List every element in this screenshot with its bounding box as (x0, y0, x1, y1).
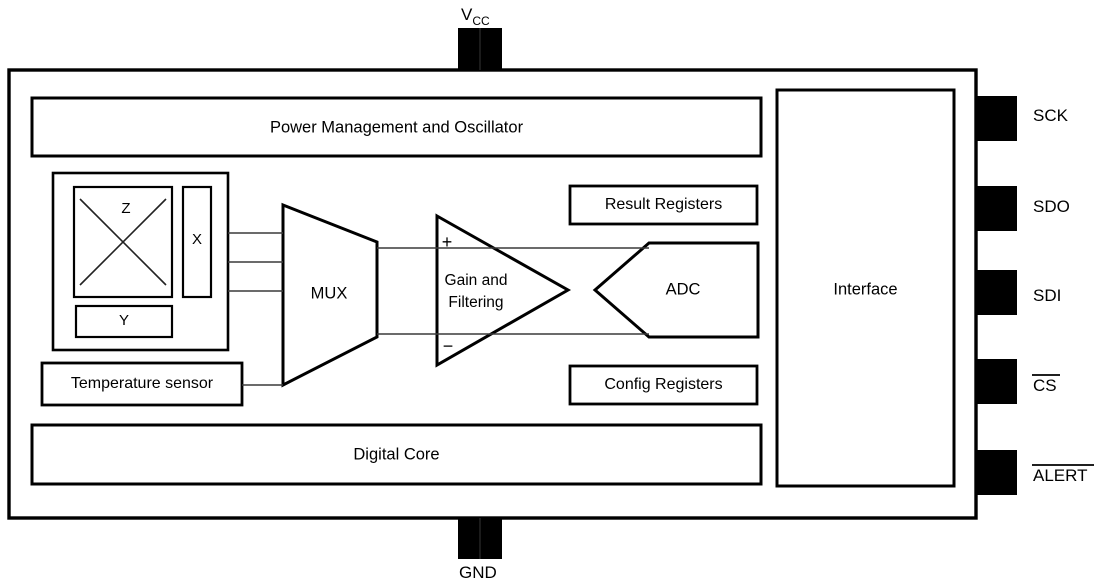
block-mux (281, 202, 379, 388)
block-config-registers (568, 364, 759, 406)
digital-core-label: Digital Core (353, 445, 439, 463)
block-gain-filtering (435, 213, 572, 368)
pad-sdi (977, 270, 1017, 315)
block-result-registers (568, 184, 759, 226)
gain-filtering-label-line2: Filtering (448, 294, 503, 311)
pin-label-alert: ALERT (1033, 466, 1088, 485)
pin-label-gnd: GND (459, 563, 497, 582)
mux-label: MUX (311, 284, 348, 302)
pad-sdo (977, 186, 1017, 231)
adc-label: ADC (666, 280, 701, 298)
amplifier-plus-input-label: + (442, 232, 453, 252)
pin-label-vcc-main: V (461, 5, 473, 24)
block-digital-core (30, 423, 763, 486)
pad-sck (977, 96, 1017, 141)
block-interface (775, 88, 956, 488)
config-registers-label: Config Registers (604, 376, 722, 393)
gain-filtering-label-line1: Gain and (445, 272, 508, 289)
sensor-x-label: X (192, 231, 202, 248)
power-management-label: Power Management and Oscillator (270, 118, 524, 136)
amplifier-minus-input-label: − (443, 336, 454, 356)
pin-label-vcc: VCC (461, 5, 490, 28)
block-sensor-x (181, 185, 213, 299)
pin-label-sdi: SDI (1033, 286, 1061, 305)
block-temperature-sensor (40, 361, 244, 407)
pin-label-sdo: SDO (1033, 197, 1070, 216)
pin-label-cs: CS (1033, 376, 1057, 395)
block-sensor-y (74, 304, 174, 339)
pin-label-sck: SCK (1033, 106, 1069, 125)
pad-cs (977, 359, 1017, 404)
pin-label-vcc-sub: CC (472, 14, 490, 28)
sensor-y-label: Y (119, 312, 129, 329)
result-registers-label: Result Registers (605, 196, 722, 213)
pad-alert (977, 450, 1017, 495)
block-adc (592, 241, 760, 339)
block-power-management (30, 96, 763, 158)
interface-label: Interface (833, 280, 897, 298)
temperature-sensor-label: Temperature sensor (71, 375, 214, 392)
sensor-z-label: Z (121, 200, 130, 217)
sensor-z-cross-line-2 (79, 198, 167, 286)
